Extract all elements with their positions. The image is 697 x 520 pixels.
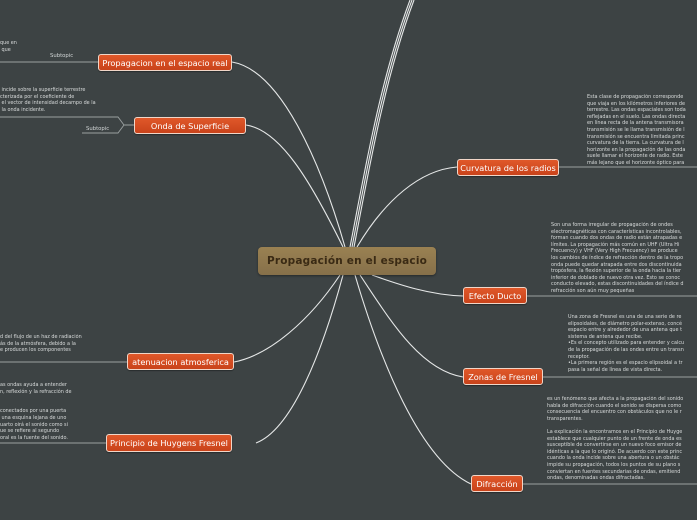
topic-label: Efecto Ducto: [468, 290, 522, 301]
topic-note: incide sobre la superficie terrestre cte…: [0, 87, 96, 113]
central-topic-label: Propagación en el espacio: [266, 255, 428, 267]
topic-difraccion[interactable]: Difracción: [471, 475, 523, 492]
topic-note: Son una forma irregular de propagación d…: [551, 222, 684, 294]
subtopic-label[interactable]: Subtopic: [86, 126, 110, 132]
topic-note: Esta clase de propagación corresponde qu…: [587, 94, 686, 166]
topic-principio-huygens-fresnel[interactable]: Principio de Huygens Fresnel: [106, 434, 232, 452]
topic-atenuacion-atmosferica[interactable]: atenuacion atmosferica: [127, 353, 234, 370]
topic-label: atenuacion atmosferica: [132, 356, 229, 367]
topic-label: Propagacion en el espacio real: [102, 57, 228, 68]
topic-note: as ondas ayuda a entender n, reflexión y…: [0, 382, 72, 441]
topic-efecto-ducto[interactable]: Efecto Ducto: [463, 287, 527, 304]
topic-curvatura-de-los-radios[interactable]: Curvatura de los radios: [457, 159, 559, 176]
central-topic[interactable]: Propagación en el espacio: [258, 247, 436, 275]
topic-label: Principio de Huygens Fresnel: [110, 438, 228, 448]
topic-note: es un fenómeno que afecta a la propagaci…: [547, 396, 684, 482]
topic-note: d del flujo de un haz de radiación ás de…: [0, 334, 82, 354]
topic-zonas-de-fresnel[interactable]: Zonas de Fresnel: [463, 368, 543, 385]
topic-propagacion-espacio-real[interactable]: Propagacion en el espacio real: [98, 54, 232, 71]
topic-note: que en que: [0, 40, 17, 53]
subtopic-label[interactable]: Subtopic: [50, 53, 74, 59]
topic-onda-de-superficie[interactable]: Onda de Superficie: [134, 117, 246, 134]
topic-label: Onda de Superficie: [150, 120, 230, 131]
topic-label: Difracción: [476, 478, 518, 489]
topic-label: Curvatura de los radios: [460, 162, 556, 173]
topic-label: Zonas de Fresnel: [468, 371, 538, 382]
topic-note: Una zona de Fresnel es una de una serie …: [568, 314, 685, 373]
